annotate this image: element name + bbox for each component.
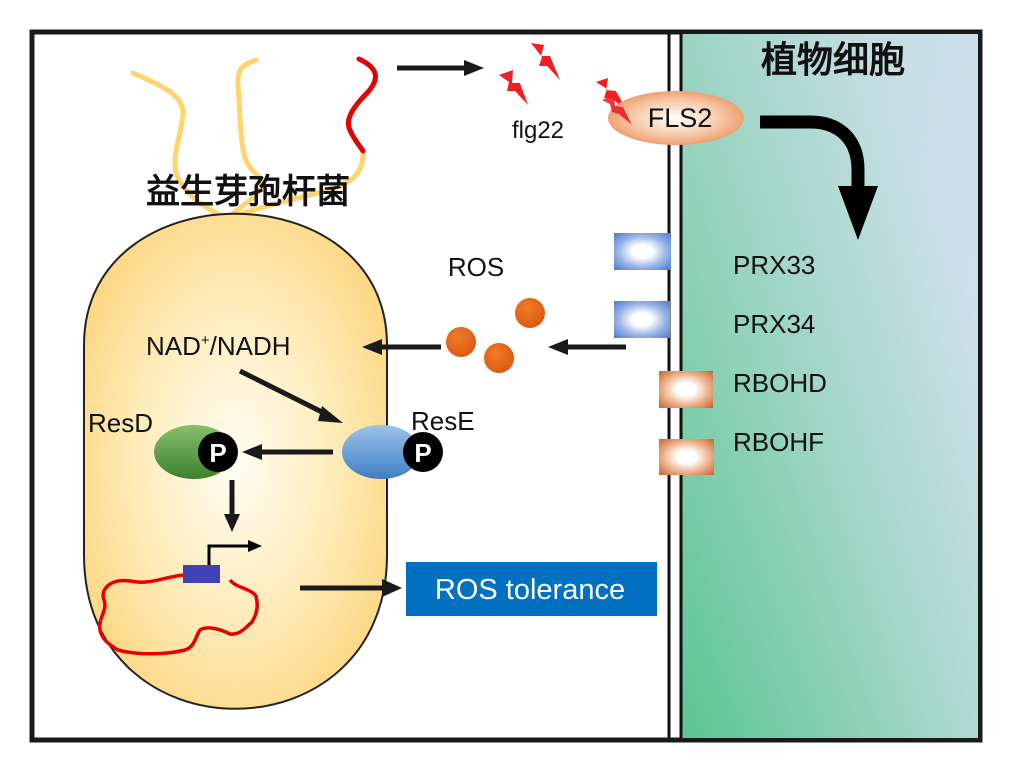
ros-label: ROS xyxy=(448,252,504,282)
nad-nadh-label: NAD+/NADH xyxy=(146,331,291,361)
resd-label: ResD xyxy=(88,408,153,438)
ros-molecule xyxy=(446,327,476,357)
rbohf-label: RBOHF xyxy=(733,427,824,457)
arrow-flagellin-to-flg22 xyxy=(397,60,484,76)
lightning-bolt-icon xyxy=(602,95,632,125)
flg22-label: flg22 xyxy=(512,117,564,144)
resd-phospho-label: P xyxy=(209,438,226,468)
ros-tolerance-label: ROS tolerance xyxy=(435,574,625,606)
arrow-resd-to-promoter xyxy=(224,480,240,532)
rese-protein xyxy=(342,425,420,479)
arrow-rese-to-resd xyxy=(242,444,333,460)
lightning-bolt-icon xyxy=(499,70,528,105)
plant-cell-region xyxy=(667,34,978,738)
lightning-bolt-icon xyxy=(531,43,560,80)
membrane-proteins xyxy=(614,233,714,475)
flagellum xyxy=(224,57,265,222)
rese-label: ResE xyxy=(411,406,475,436)
prx34-label: PRX34 xyxy=(733,309,815,339)
flagellum xyxy=(130,70,228,221)
rbohd-box xyxy=(659,371,713,408)
ros-tolerance-box xyxy=(406,562,657,616)
arrow-fls2-to-response xyxy=(760,115,878,240)
bacterium-title: 益生芽孢杆菌 xyxy=(146,172,350,212)
arrow-to-ros-tolerance xyxy=(300,579,402,597)
ros-molecules xyxy=(446,298,545,373)
prx33-box xyxy=(614,233,671,270)
fls2-label: FLS2 xyxy=(648,103,713,133)
plant-cell-title: 植物细胞 xyxy=(761,40,905,81)
arrow-plant-to-ros xyxy=(548,339,626,355)
rese-phospho-label: P xyxy=(414,438,431,468)
flagellum-flg22-segment xyxy=(345,56,378,154)
prx33-label: PRX33 xyxy=(733,250,815,280)
resd-phospho-badge xyxy=(198,432,238,472)
ros-molecule xyxy=(515,298,545,328)
fls2-receptor xyxy=(608,91,744,145)
flagellum xyxy=(224,148,366,222)
flagella xyxy=(130,56,378,222)
prx34-box xyxy=(614,301,670,338)
rese-phospho-badge xyxy=(403,432,443,472)
arrow-nad-to-rese xyxy=(238,368,343,423)
rbohd-label: RBOHD xyxy=(733,368,827,398)
dna-chromosome xyxy=(98,573,259,656)
arrow-ros-to-nad xyxy=(362,339,441,355)
ros-molecule xyxy=(484,343,514,373)
transcription-start-icon xyxy=(207,540,262,566)
rbohf-box xyxy=(659,439,714,475)
promoter-box xyxy=(183,565,220,583)
